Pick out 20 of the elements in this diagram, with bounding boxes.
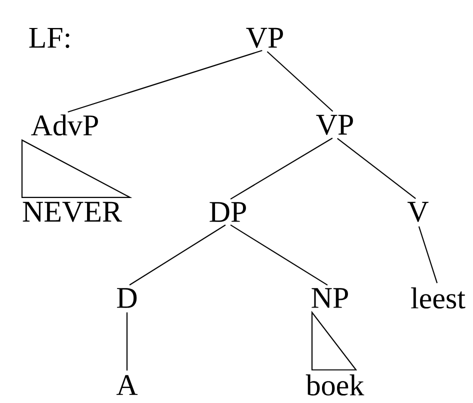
tree-label: DP xyxy=(210,202,246,222)
tree-label: leest xyxy=(411,287,466,309)
tree-label: A xyxy=(116,375,138,395)
tree-branch xyxy=(230,224,328,286)
tree-branch xyxy=(126,312,128,371)
tree-branch xyxy=(418,226,438,284)
tree-label: AdvP xyxy=(31,114,98,136)
tree-label: NP xyxy=(312,288,348,308)
tree-branch xyxy=(337,138,416,199)
label-text: LF: xyxy=(29,28,70,48)
tree-branch xyxy=(129,224,226,286)
tree-label: D xyxy=(117,288,137,308)
tree-branch xyxy=(230,138,333,200)
tree-branch xyxy=(266,51,334,112)
tree-label: V xyxy=(408,202,428,222)
tree-label: NEVER xyxy=(22,202,122,222)
tree-label: VP xyxy=(316,114,353,136)
tree-label: boek xyxy=(306,374,364,396)
tree-branch xyxy=(68,50,262,112)
tree-label: VP xyxy=(246,28,283,48)
